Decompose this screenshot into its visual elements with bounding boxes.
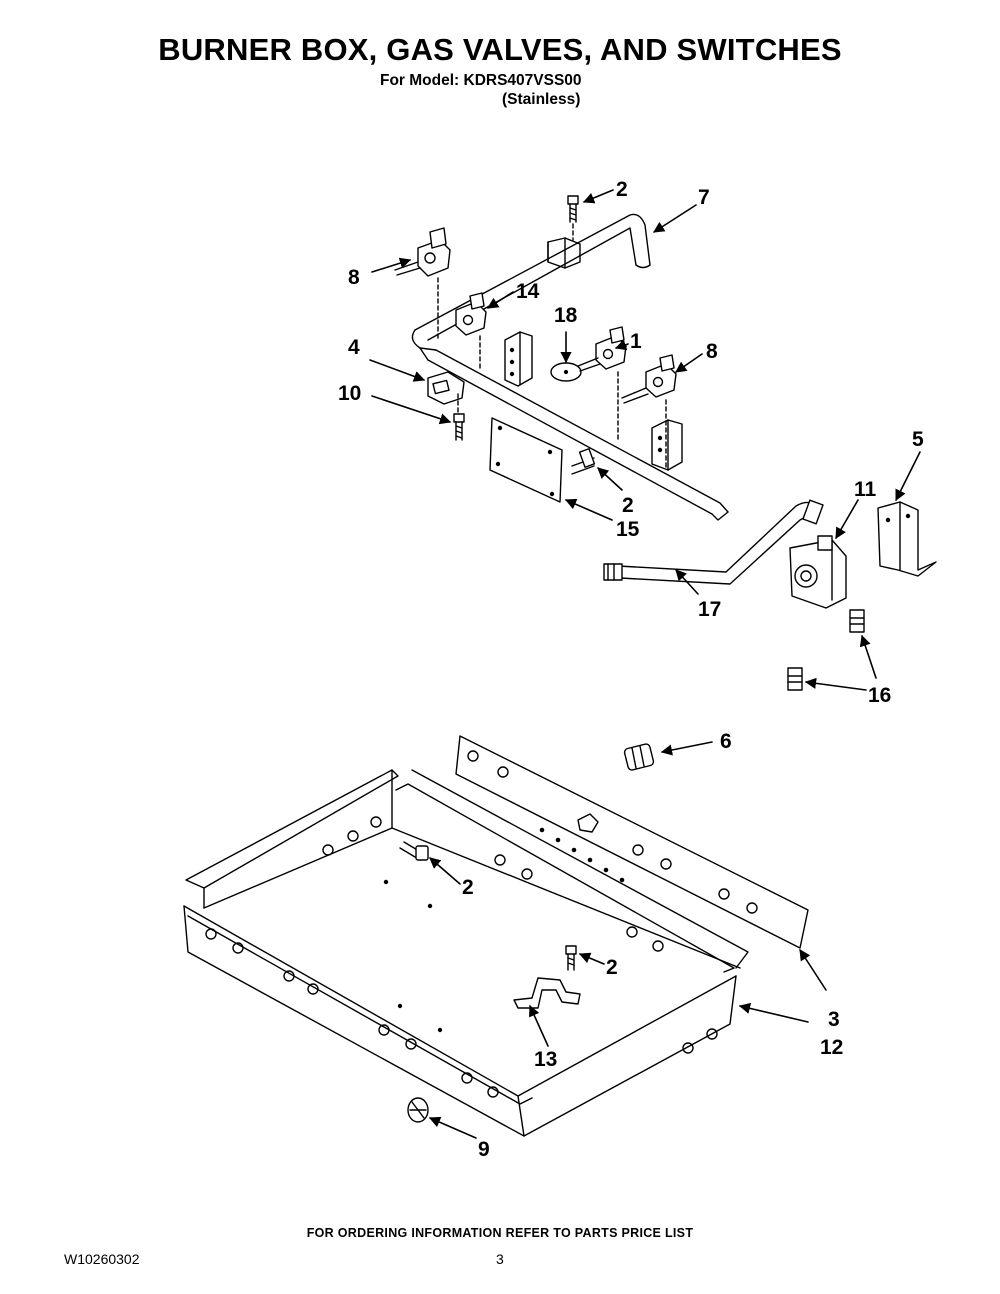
- callout-3: 3: [828, 1008, 840, 1031]
- callout-16: 16: [868, 684, 891, 707]
- manifold-bracket: [547, 237, 581, 269]
- document-number: W10260302: [64, 1251, 140, 1267]
- callout-7: 7: [698, 186, 710, 209]
- page-title: BURNER BOX, GAS VALVES, AND SWITCHES: [158, 32, 842, 67]
- bracket-icon: [877, 501, 937, 577]
- disc-icon: [550, 362, 582, 382]
- switch-bracket: [504, 331, 533, 387]
- switch-bracket: [651, 419, 683, 471]
- supply-tube: [603, 499, 824, 585]
- burner-box: [183, 769, 749, 1137]
- callout-8: 8: [348, 266, 360, 289]
- callout-12: 12: [820, 1036, 843, 1059]
- foot-icon: [407, 1097, 429, 1123]
- callout-2: 2: [622, 494, 634, 517]
- ordering-note: FOR ORDERING INFORMATION REFER TO PARTS …: [306, 1226, 694, 1240]
- screw-icon: [571, 448, 596, 475]
- callout-9: 9: [478, 1138, 490, 1161]
- callout-17: 17: [698, 598, 721, 621]
- screw-icon: [453, 413, 465, 441]
- callout-8: 8: [706, 340, 718, 363]
- pressure-regulator: [789, 535, 847, 609]
- callout-2: 2: [462, 876, 474, 899]
- model-line: For Model: KDRS407VSS00: [380, 72, 582, 89]
- page-number: 3: [496, 1251, 504, 1267]
- orifice-icon: [787, 667, 803, 691]
- callout-5: 5: [912, 428, 924, 451]
- callout-13: 13: [534, 1048, 557, 1071]
- manifold-tube: [411, 213, 729, 521]
- bracket-icon: [427, 371, 465, 413]
- callout-11: 11: [854, 478, 877, 501]
- callout-2: 2: [606, 956, 618, 979]
- callout-18: 18: [554, 304, 578, 327]
- cover-plate: [489, 417, 563, 503]
- screw-icon: [399, 841, 429, 861]
- screw-icon: [565, 945, 577, 971]
- callout-15: 15: [616, 518, 640, 541]
- back-panel: [455, 735, 809, 949]
- callout-2: 2: [616, 178, 628, 201]
- gas-valve-icon: [394, 227, 451, 341]
- callout-1: 1: [630, 330, 642, 353]
- bracket-icon: [513, 977, 581, 1009]
- gas-valve-icon: [577, 326, 627, 441]
- gas-valve-icon: [621, 354, 677, 471]
- finish-line: (Stainless): [502, 91, 581, 108]
- leader-lines: [369, 189, 921, 1139]
- orifice-icon: [849, 609, 865, 633]
- screw-icon: [567, 195, 579, 241]
- callout-6: 6: [720, 730, 732, 753]
- callout-14: 14: [516, 280, 540, 303]
- callout-10: 10: [338, 382, 361, 405]
- callout-4: 4: [348, 336, 360, 359]
- gas-valve-icon: [455, 292, 487, 371]
- fitting-icon: [623, 743, 655, 771]
